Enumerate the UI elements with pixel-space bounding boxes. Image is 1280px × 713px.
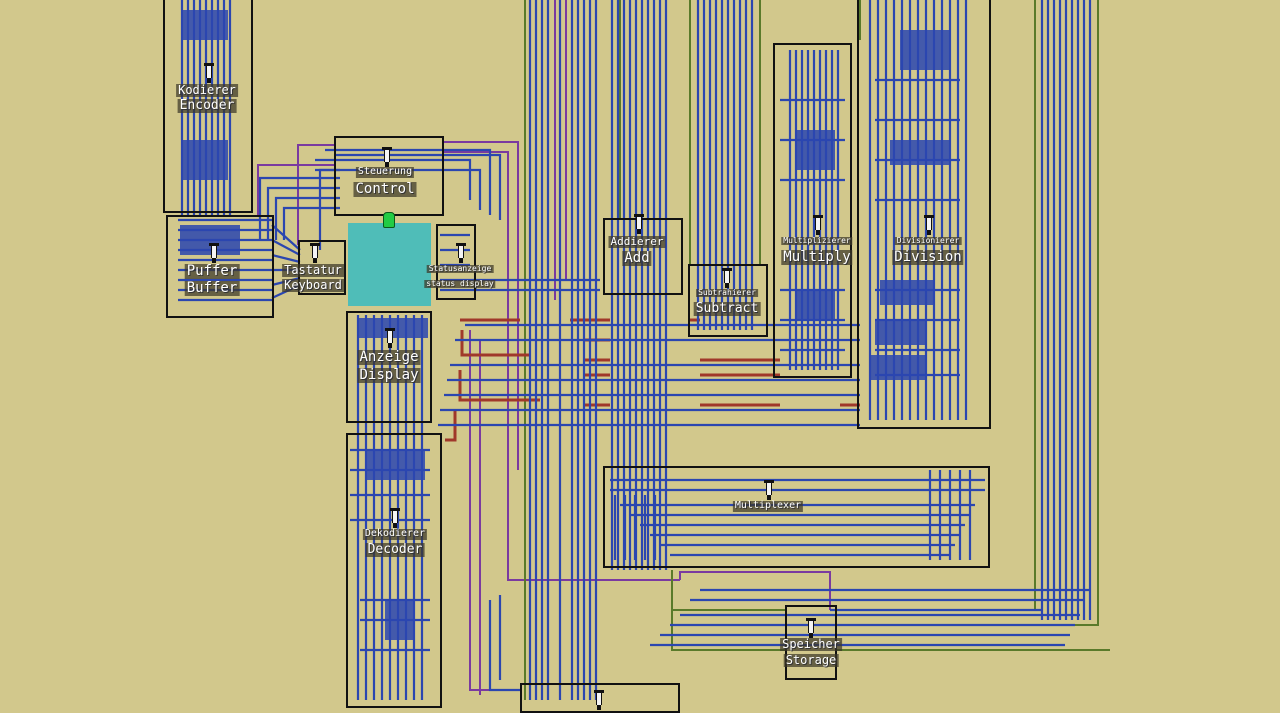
module-encoder-box[interactable]: [163, 0, 253, 213]
module-subtract-box[interactable]: [688, 264, 768, 337]
map-marker-icon[interactable]: [634, 214, 644, 234]
subtract-label-en: Subtract: [693, 301, 761, 316]
decoder-label-en: Decoder: [365, 542, 425, 557]
add-label-de: Addierer: [608, 235, 666, 248]
map-marker-icon[interactable]: [204, 63, 214, 83]
map-marker-icon[interactable]: [209, 243, 219, 263]
module-status-box[interactable]: [436, 224, 476, 300]
map-marker-icon[interactable]: [813, 215, 823, 235]
subtract-label-de: Subtrahierer: [696, 288, 758, 298]
multiply-label-en: Multiply: [781, 249, 853, 265]
multiplexer-label: Multiplexer: [732, 500, 804, 512]
buffer-label-en: Buffer: [184, 280, 240, 296]
control-panel-block[interactable]: [348, 223, 431, 306]
map-marker-icon[interactable]: [310, 243, 320, 263]
map-marker-icon[interactable]: [456, 243, 466, 263]
encoder-label-en: Encoder: [177, 98, 237, 113]
division-label-de: Divisionierer: [894, 236, 962, 246]
map-marker-icon[interactable]: [390, 508, 400, 528]
display-label-en: Display: [357, 367, 421, 383]
map-marker-icon[interactable]: [806, 618, 816, 638]
green-lamp-icon: [383, 212, 395, 228]
add-label-en: Add: [622, 250, 652, 266]
buffer-label-de: Puffer: [184, 263, 240, 279]
status-label-en: status display: [424, 279, 496, 289]
map-marker-icon[interactable]: [764, 480, 774, 500]
division-label-en: Division: [892, 249, 964, 265]
keyboard-label-de: Tastatur: [282, 263, 344, 277]
module-buffer-box[interactable]: [166, 215, 274, 318]
keyboard-label-en: Keyboard: [282, 278, 344, 292]
storage-label-en: Storage: [783, 653, 839, 667]
module-add-box[interactable]: [603, 218, 683, 295]
control-label-en: Control: [353, 181, 417, 197]
status-label-de: Statusanzeige: [426, 264, 494, 274]
decoder-label-de: Dekodierer: [362, 528, 428, 540]
encoder-label-de: Kodierer: [176, 83, 238, 97]
display-label-de: Anzeige: [357, 349, 421, 365]
map-marker-icon[interactable]: [722, 268, 732, 288]
multiply-label-de: Multiplizierer: [781, 236, 853, 246]
module-multiply-box[interactable]: [773, 43, 852, 378]
module-display-box[interactable]: [346, 311, 432, 423]
control-label-de: Steuerung: [355, 166, 415, 178]
module-division-box[interactable]: [857, 0, 991, 429]
map-marker-icon[interactable]: [382, 147, 392, 167]
module-decoder-box[interactable]: [346, 433, 442, 708]
map-marker-icon[interactable]: [385, 328, 395, 348]
map-marker-icon[interactable]: [594, 690, 604, 710]
module-multiplexer-box[interactable]: [603, 466, 990, 568]
map-marker-icon[interactable]: [924, 215, 934, 235]
storage-label-de: Speicher: [780, 637, 842, 651]
